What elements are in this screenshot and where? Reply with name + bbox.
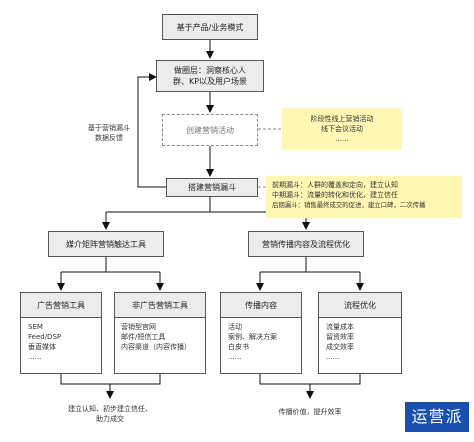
feedback-line-2: 数据反馈 [95, 134, 123, 142]
content-process-box: 营销传播内容及流程优化 [248, 231, 364, 257]
activity-note: 阶段性线上营销活动 线下会议活动 ...... [282, 108, 402, 150]
funnel-box: 搭建营销漏斗 [166, 178, 258, 197]
media-tools-box: 媒介矩阵营销触达工具 [48, 231, 164, 257]
ads-tools-card: 广告营销工具 SEM Feed/DSP 垂直媒体 ...... [20, 292, 102, 374]
activity-note-line-1: 阶段性线上营销活动 [310, 115, 374, 123]
spread-content-list: 活动 案例、解决方案 白皮书 ...... [221, 318, 301, 373]
ads-tools-list: SEM Feed/DSP 垂直媒体 ...... [21, 318, 101, 373]
non-ads-tools-title: 非广告营销工具 [115, 293, 205, 318]
list-item: SEM [28, 323, 43, 331]
list-item: 案例、解决方案 [228, 333, 277, 341]
non-ads-tools-card: 非广告营销工具 营销型官网 邮件/短信工具 内容渠道（内容传播） [114, 292, 206, 374]
spread-content-title: 传播内容 [221, 293, 301, 318]
list-item: Feed/DSP [28, 333, 62, 341]
feedback-line-1: 基于营销漏斗 [88, 124, 130, 132]
activity-note-line-2: 线下会议活动 [321, 125, 363, 133]
list-item: 邮件/短信工具 [121, 333, 166, 341]
non-ads-tools-list: 营销型官网 邮件/短信工具 内容渠道（内容传播） [115, 318, 205, 373]
list-item: 垂直媒体 [28, 343, 56, 351]
persona-line-2: 群、KP以及用户场景 [172, 77, 248, 86]
list-item: 流量成本 [326, 323, 354, 331]
create-activity-box: 创建营销活动 [162, 114, 258, 146]
media-tools-label: 媒介矩阵营销触达工具 [66, 239, 146, 249]
bracket-left [60, 374, 161, 385]
funnel-label: 搭建营销漏斗 [188, 183, 236, 192]
spread-content-card: 传播内容 活动 案例、解决方案 白皮书 ...... [220, 292, 302, 374]
bottom-right-label: 传播价值，提升效率 [278, 408, 342, 416]
list-item: 营销型官网 [121, 323, 156, 331]
list-item: ...... [326, 353, 340, 361]
activity-note-line-3: ...... [335, 135, 349, 143]
list-item: 内容渠道（内容传播） [121, 343, 191, 351]
ads-tools-title: 广告营销工具 [21, 293, 101, 318]
persona-box: 做圈层：洞察核心人 群、KP以及用户场景 [156, 60, 264, 92]
persona-line-1: 做圈层：洞察核心人 [174, 66, 246, 75]
process-optimization-card: 流程优化 流量成本 留资效率 成交效率 ...... [318, 292, 402, 374]
bottom-left-line-2: 助力成交 [96, 415, 124, 423]
funnel-note-line-1: 前期漏斗：人群的覆盖和定向，建立认知 [272, 181, 398, 189]
brand-logo: 运营派 [405, 402, 469, 432]
create-activity-label: 创建营销活动 [186, 125, 234, 135]
process-optimization-title: 流程优化 [319, 293, 401, 318]
bottom-left-line-1: 建立认知、初步建立信任、 [68, 405, 152, 413]
bottom-right-caption: 传播价值，提升效率 [260, 407, 360, 417]
list-item: 活动 [228, 323, 242, 331]
list-item: 成交效率 [326, 343, 354, 351]
bracket-right [259, 374, 361, 385]
arrow-feedback-loop [137, 73, 166, 188]
feedback-label: 基于营销漏斗 数据反馈 [78, 123, 140, 143]
funnel-note-line-3: 后期漏斗：销售最终成交的促进，建立口碑，二次传播 [272, 201, 426, 209]
business-model-box: 基于产品/业务模式 [162, 14, 258, 40]
list-item: ...... [228, 353, 242, 361]
list-item: 留资效率 [326, 333, 354, 341]
funnel-note: 前期漏斗：人群的覆盖和定向，建立认知 中期漏斗：流量的转化和优化，建立信任 后期… [266, 176, 462, 218]
business-model-label: 基于产品/业务模式 [176, 22, 244, 32]
list-item: ...... [28, 353, 42, 361]
list-item: 白皮书 [228, 343, 249, 351]
brand-logo-text: 运营派 [411, 407, 463, 426]
funnel-note-line-2: 中期漏斗：流量的转化和优化，建立信任 [272, 191, 398, 199]
bottom-left-caption: 建立认知、初步建立信任、 助力成交 [50, 404, 170, 424]
process-optimization-list: 流量成本 留资效率 成交效率 ...... [319, 318, 401, 373]
content-process-label: 营销传播内容及流程优化 [262, 239, 350, 249]
